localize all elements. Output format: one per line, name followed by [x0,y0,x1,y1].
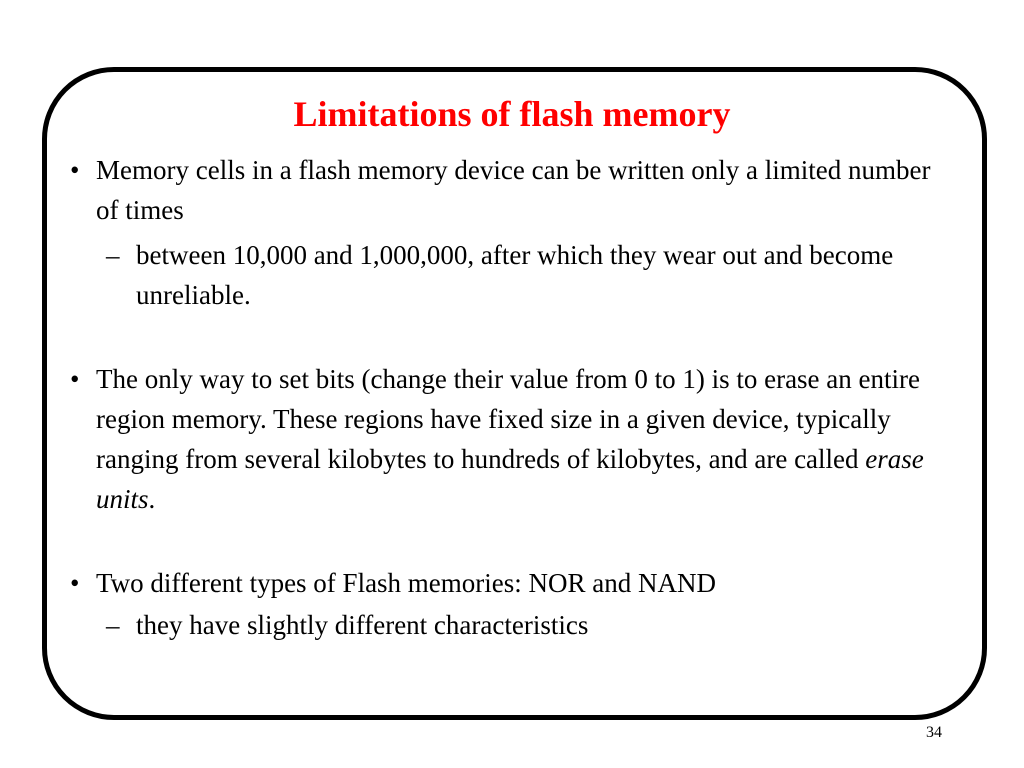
sub-bullet-item: – between 10,000 and 1,000,000, after wh… [62,235,942,315]
slide-title: Limitations of flash memory [293,94,731,134]
sub-bullet-text: they have slightly different characteris… [136,610,589,640]
bullet-item: • Two different types of Flash memories:… [62,563,942,603]
sub-bullet-marker: – [106,240,120,270]
bullet-emphasis: erase units [96,444,924,514]
bullet-marker: • [70,155,80,185]
slide-content: • Memory cells in a flash memory device … [62,150,942,645]
bullet-text: Two different types of Flash memories: N… [96,568,717,598]
bullet-marker: • [70,364,80,394]
bullet-text-after: . [148,484,156,514]
bullet-marker: • [70,568,80,598]
bullet-text: Memory cells in a flash memory device ca… [96,155,931,225]
bullet-text-before: The only way to set bits (change their v… [96,364,920,474]
bullet-item: • The only way to set bits (change their… [62,359,942,519]
bullet-item: • Memory cells in a flash memory device … [62,150,942,230]
sub-bullet-marker: – [106,610,120,640]
page-number: 34 [926,724,942,741]
sub-bullet-item: – they have slightly different character… [62,605,942,645]
sub-bullet-text: between 10,000 and 1,000,000, after whic… [136,240,894,310]
slide-frame [42,67,987,720]
